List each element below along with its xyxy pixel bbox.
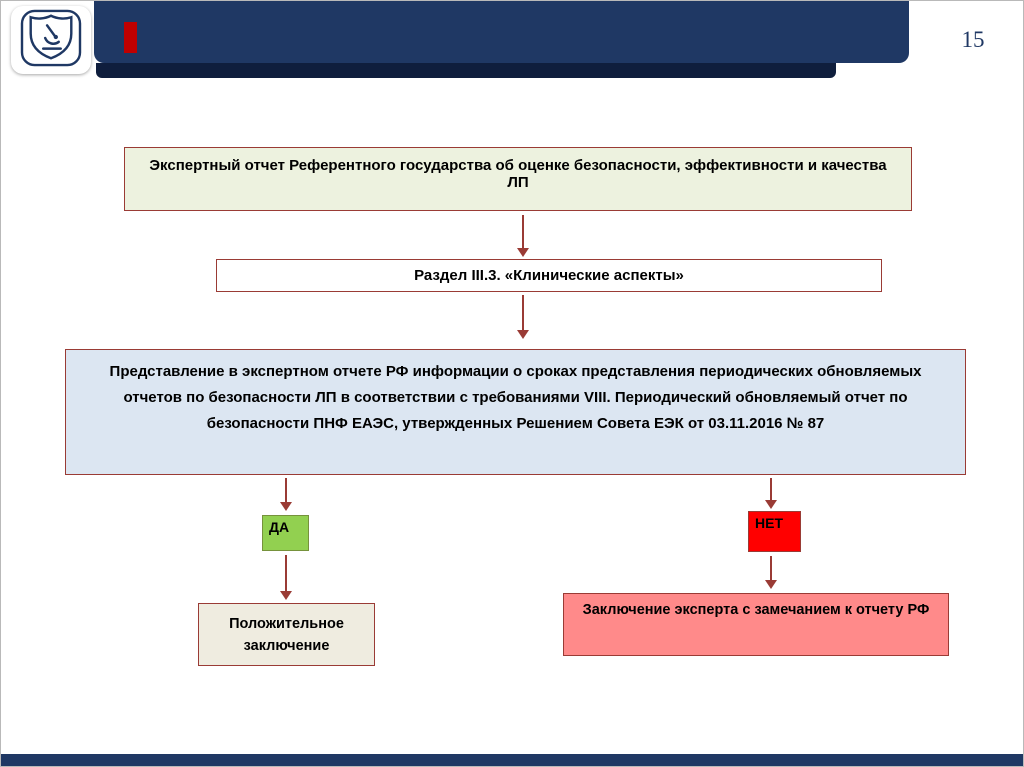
arrow-down-icon: [522, 215, 524, 248]
shield-microscope-icon: [20, 9, 82, 72]
arrow-down-icon: [285, 555, 287, 591]
footer-navy-bar: [1, 754, 1023, 766]
flowchart-box-negative-conclusion: Заключение эксперта с замечанием к отчет…: [563, 593, 949, 656]
flowchart-box-main-requirement: Представление в экспертном отчете РФ инф…: [65, 349, 966, 475]
arrow-down-icon: [770, 478, 772, 500]
flowchart-box-no: НЕТ: [748, 511, 801, 552]
flowchart-box-positive-conclusion: Положительное заключение: [198, 603, 375, 666]
header-navy-bar: [94, 1, 909, 63]
header-red-accent: [124, 22, 137, 53]
header-shadow-bar: [96, 63, 836, 78]
arrow-down-icon: [285, 478, 287, 502]
flowchart-box-section: Раздел III.3. «Клинические аспекты»: [216, 259, 882, 292]
institute-logo: [11, 6, 91, 74]
arrow-down-icon: [770, 556, 772, 580]
arrow-down-icon: [522, 295, 524, 330]
flowchart-box-yes: ДА: [262, 515, 309, 551]
flowchart-box-expert-report: Экспертный отчет Референтного государств…: [124, 147, 912, 211]
slide-page-number: 15: [961, 27, 985, 52]
